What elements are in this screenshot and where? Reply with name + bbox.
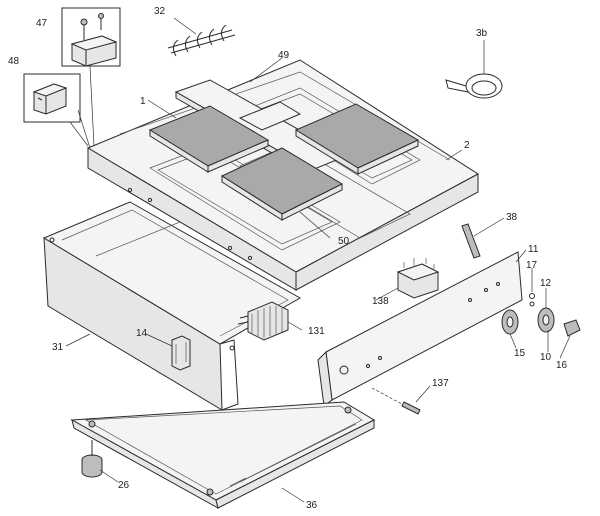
label-1: 1 xyxy=(140,96,146,107)
part-17-spring xyxy=(529,293,535,307)
part-12-dial xyxy=(537,307,555,333)
part-32-wire-rack xyxy=(167,24,236,57)
part-48-block xyxy=(23,73,81,123)
part-14-clip xyxy=(171,335,191,371)
label-131: 131 xyxy=(308,326,325,337)
part-138-switch xyxy=(396,258,440,299)
label-10: 10 xyxy=(540,352,552,363)
part-38-rod xyxy=(461,223,481,259)
label-12: 12 xyxy=(540,278,552,289)
part-131-terminal-block xyxy=(237,301,289,341)
label-49: 49 xyxy=(278,50,290,61)
label-15: 15 xyxy=(514,348,526,359)
label-32: 32 xyxy=(154,6,166,17)
label-138: 138 xyxy=(372,296,389,307)
label-2: 2 xyxy=(464,140,470,151)
label-31: 31 xyxy=(52,342,64,353)
label-36: 36 xyxy=(306,500,318,511)
label-26: 26 xyxy=(118,480,130,491)
label-38: 38 xyxy=(506,212,518,223)
label-48: 48 xyxy=(8,56,20,67)
label-14: 14 xyxy=(136,328,148,339)
part-16-knob xyxy=(563,319,581,337)
label-47: 47 xyxy=(36,18,48,29)
label-16: 16 xyxy=(556,360,568,371)
part-47-block xyxy=(61,7,121,67)
label-11: 11 xyxy=(528,244,539,255)
part-26-foot xyxy=(81,440,103,478)
part-15-dial xyxy=(501,309,519,335)
part-36-base-tray xyxy=(70,401,376,509)
label-137: 137 xyxy=(432,378,449,389)
label-3b: 3b xyxy=(476,28,488,39)
label-50: 50 xyxy=(338,236,350,247)
label-17: 17 xyxy=(526,260,538,271)
part-1-hot-plates xyxy=(148,103,420,221)
part-3b-ring xyxy=(445,73,503,99)
part-137-screw xyxy=(371,387,421,415)
